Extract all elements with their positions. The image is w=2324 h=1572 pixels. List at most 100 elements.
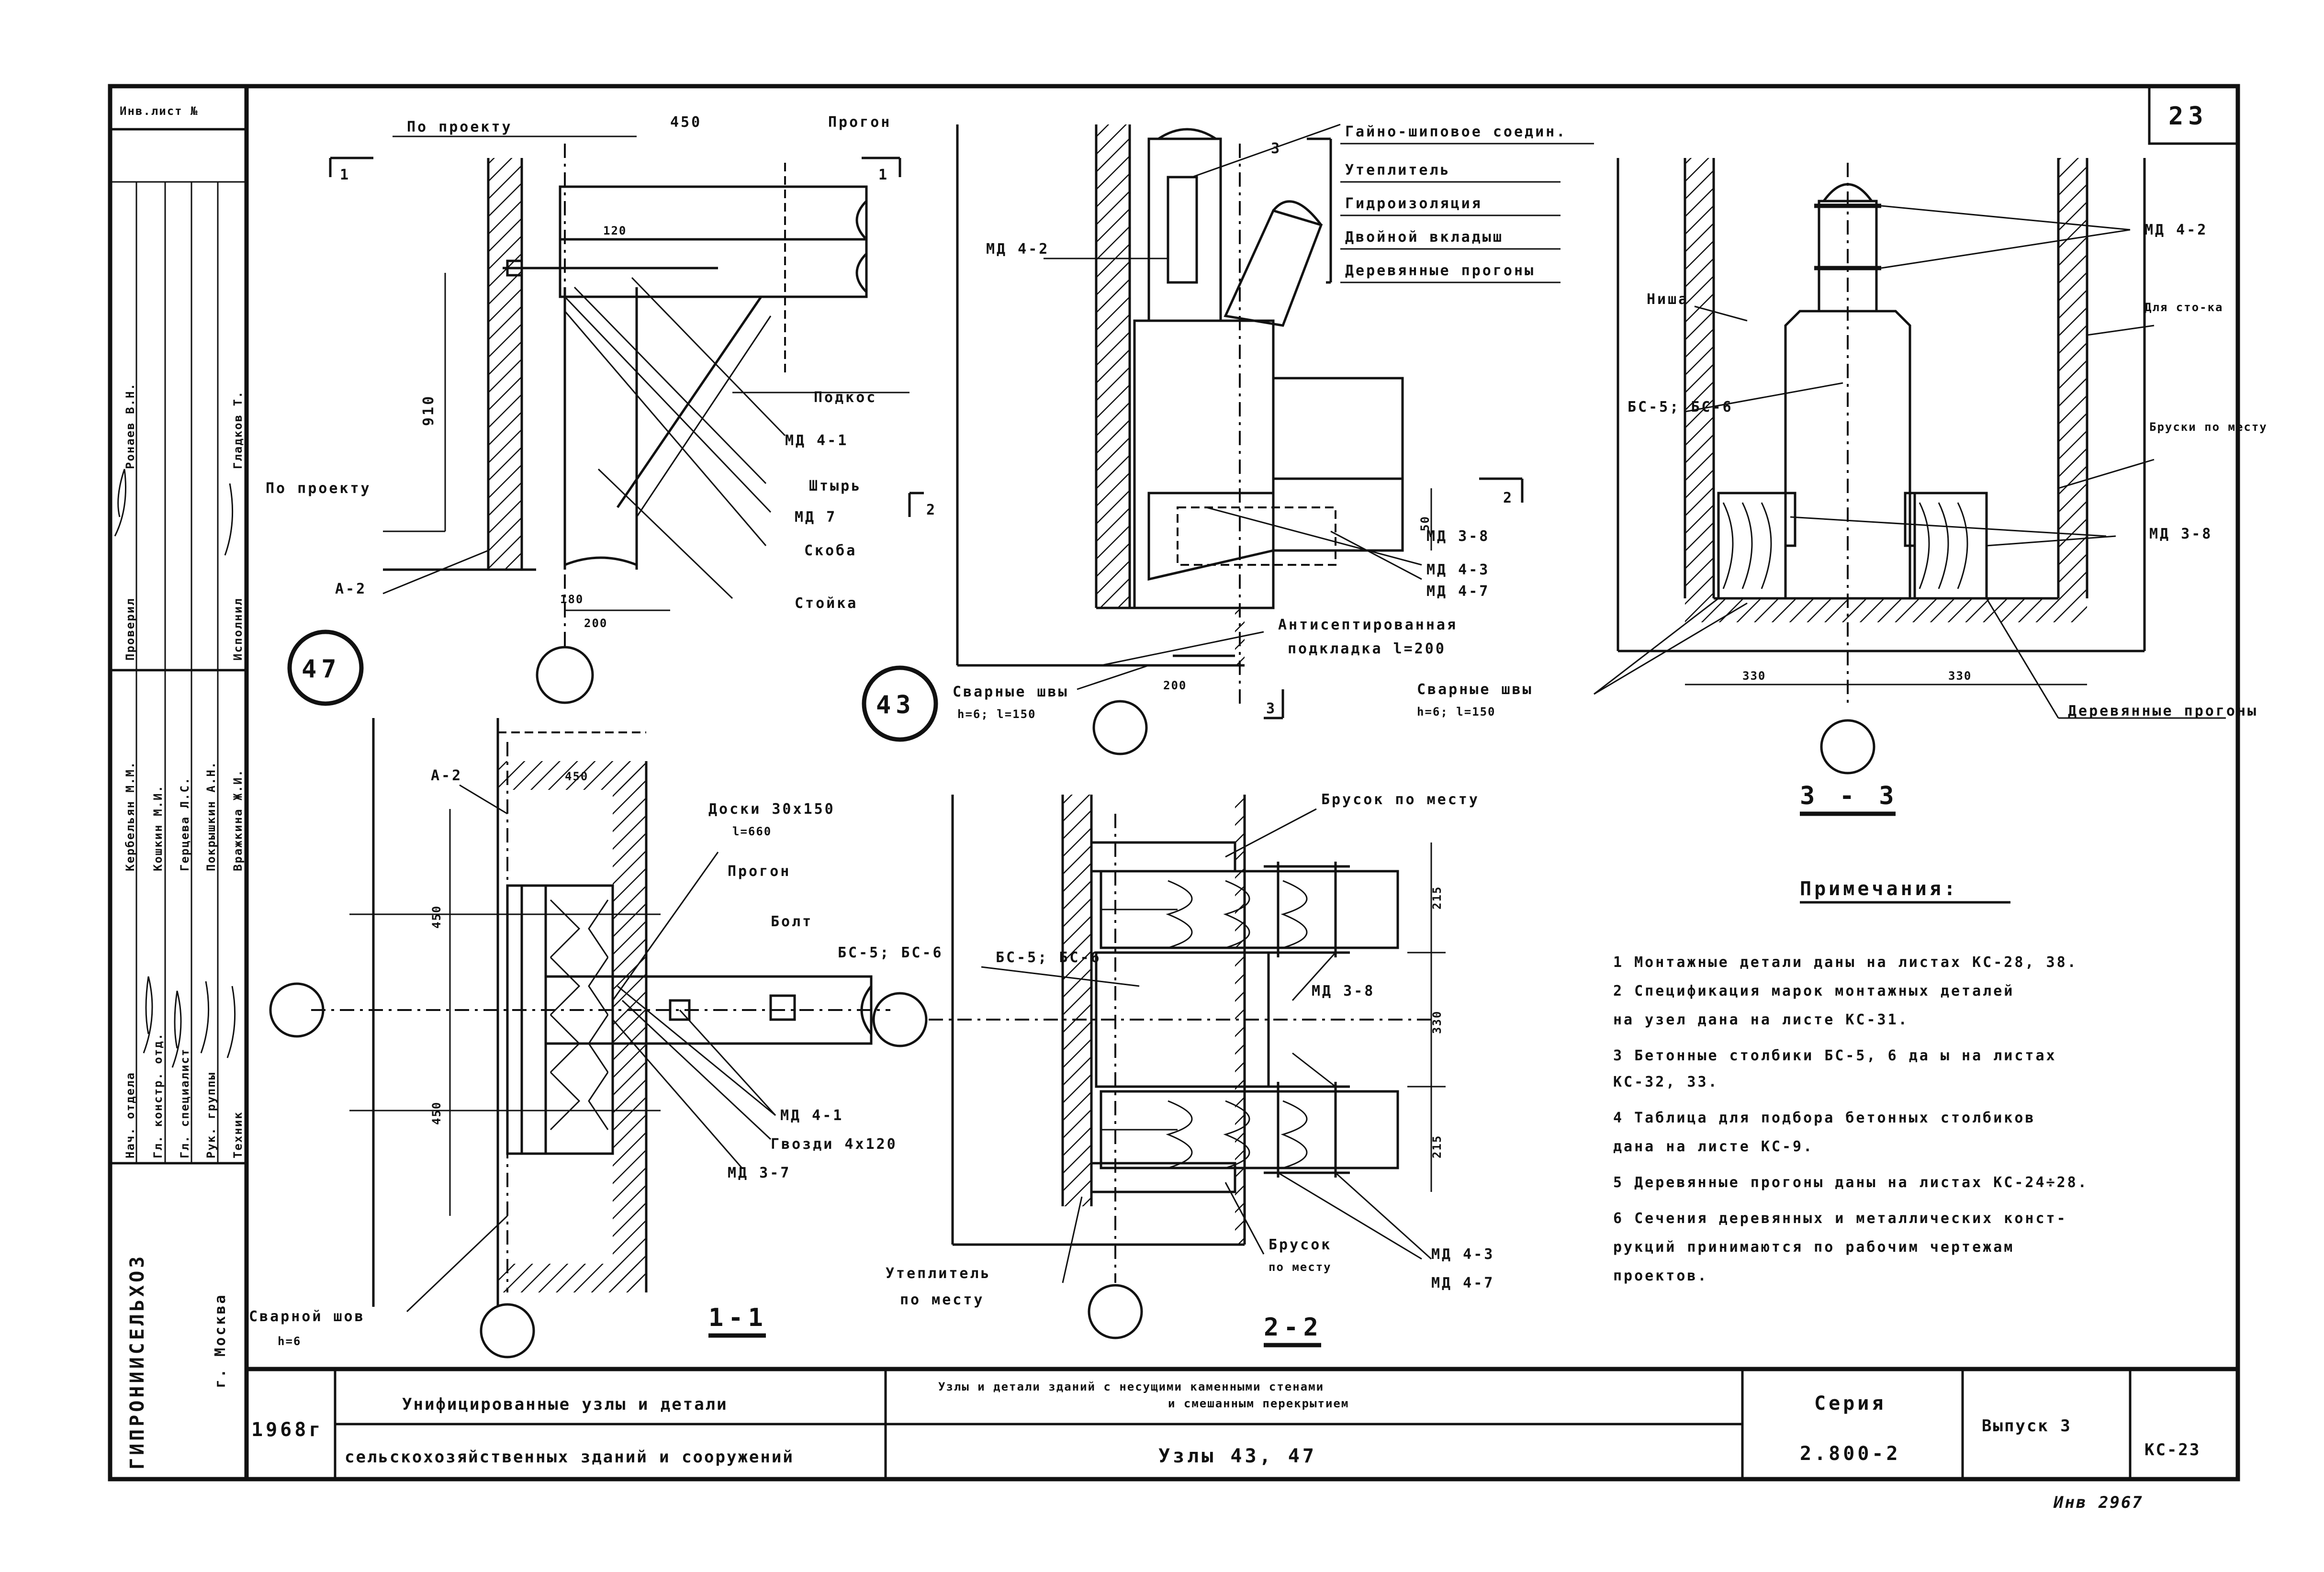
stamp-column: Инв.лист № Проверил Ронаев В.Н. Исполнил… (110, 104, 247, 1470)
label-a2: А-2 (335, 581, 367, 597)
label-po-proektu: По проекту (407, 119, 513, 135)
sheet-number: 23 (2168, 102, 2208, 131)
stamp-name: Гладков Т. (231, 391, 245, 470)
stamp-name: Вражкина Ж.И. (231, 769, 245, 871)
note-line: 2 Спецификация марок монтажных деталей (1613, 983, 2014, 999)
label-uteplitel: Утеплитель (886, 1265, 991, 1282)
label-po-proektu-left: По проекту (266, 480, 371, 497)
label-uteplitel: Утеплитель (1345, 162, 1451, 179)
label-shvy-size: h=6; l=150 (957, 707, 1036, 721)
node-43-label: 43 (876, 691, 916, 719)
stamp-name: Кербельян М.М. (123, 761, 137, 871)
label-brusok-bot: Брусок (1269, 1236, 1332, 1253)
label-stoyka: Стойка (795, 595, 858, 612)
node-43-badge (862, 665, 938, 742)
section-3-3-title: 3 - 3 (1800, 782, 1899, 810)
label-shtyr: Штырь (809, 478, 862, 494)
label-podkos: Подкос (814, 389, 877, 406)
section-2-2-title: 2-2 (1264, 1313, 1323, 1342)
label-podkladka: подкладка l=200 (1288, 640, 1446, 657)
label-po-mestu2: по месту (1269, 1260, 1332, 1274)
dim-200: 200 (1163, 679, 1187, 692)
label-antiseptirovannaya: Антисептированная (1278, 617, 1458, 633)
label-brusok-top: Брусок по месту (1321, 791, 1480, 808)
note-line: 5 Деревянные прогоны даны на листах КС-2… (1613, 1174, 2088, 1191)
dim-450b: 450 (430, 1101, 443, 1125)
org-city: г. Москва (212, 1293, 229, 1388)
inv-number: Инв 2967 (2053, 1493, 2144, 1512)
dim-330-right: 330 (1948, 669, 1972, 683)
stamp-role: Рук. группы (204, 1072, 218, 1158)
label-bolt: Болт (771, 913, 813, 930)
series-value: 2.800-2 (1800, 1443, 1901, 1465)
label-svarnye-shvy: Сварные швы (953, 684, 1069, 700)
cut-1-label: 1 (340, 167, 350, 183)
cut-3-label: 3 (1271, 140, 1281, 157)
note-line: рукций принимаются по рабочим чертежам (1613, 1239, 2014, 1256)
label-skoba: Скоба (804, 542, 857, 559)
axis-marker (1092, 700, 1148, 755)
node-47-badge (287, 629, 364, 706)
label-bruski: Бруски по месту (2149, 420, 2268, 434)
label-md41: МД 4-1 (785, 432, 848, 449)
dim-120: 120 (603, 224, 627, 237)
stamp-role: Техник (231, 1111, 245, 1158)
label-md43: МД 4-3 (1431, 1246, 1494, 1263)
sheet-frame (108, 84, 2240, 1482)
label-shvy-size: h=6; l=150 (1417, 705, 1496, 719)
label-md41: МД 4-1 (780, 1107, 843, 1124)
section-1-1: А-2 450 450 450 Доски 30x150 l=660 Прого… (249, 718, 943, 1359)
title-left-2: сельскохозяйственных зданий и сооружений (345, 1448, 794, 1467)
axis-marker (536, 646, 594, 704)
title-mid-2: и смешанным перекрытием (1168, 1397, 1349, 1410)
title-left-1: Унифицированные узлы и детали (402, 1395, 728, 1414)
stamp-role: Исполнил (231, 597, 245, 661)
label-md38: МД 3-8 (1312, 983, 1375, 999)
label-bs: БС-5; БС-6 (1628, 399, 1733, 415)
label-progon: Прогон (728, 863, 791, 880)
label-bs: БС-5; БС-6 (838, 944, 943, 961)
cut-3-label: 3 (1266, 700, 1277, 717)
label-gidroizolyatsiya: Гидроизоляция (1345, 195, 1482, 212)
label-md42: МД 4-2 (2144, 222, 2208, 238)
label-svarnye-shvy: Сварные швы (1417, 681, 1533, 698)
dim-910: 910 (420, 394, 437, 426)
note-line: КС-32, 33. (1613, 1074, 1719, 1090)
stamp-name: Покрышкин А.Н. (204, 761, 218, 871)
stamp-role: Гл. констр. отд. (151, 1033, 165, 1158)
node-47-elevation: 1 1 По проекту 450 Прогон 120 910 Подкос… (266, 114, 909, 706)
dim-50: 50 (1418, 516, 1432, 531)
stamp-role: Нач. отдела (123, 1072, 137, 1158)
label-dlya-stoka: Для сто-ка (2144, 301, 2223, 314)
axis-marker (480, 1303, 535, 1359)
title-mid-3: Узлы 43, 47 (1158, 1445, 1317, 1467)
stamp-name: Ронаев В.Н. (123, 382, 137, 469)
dim-330: 330 (1430, 1011, 1444, 1034)
series-label: Серия (1814, 1392, 1886, 1415)
notes-title: Примечания: (1800, 878, 1958, 900)
notes-block: Примечания: 1 Монтажные детали даны на л… (1613, 878, 2088, 1284)
dim-215-bot: 215 (1430, 1135, 1444, 1158)
label-svarnoy-shov: Сварной шов (249, 1308, 365, 1325)
dim-450a: 450 (430, 905, 443, 929)
note-line: 1 Монтажные детали даны на листах КС-28,… (1613, 954, 2078, 971)
axis-marker (872, 992, 928, 1047)
stamp-name: Герцева Л.С. (178, 777, 191, 871)
label-derev-progony: Деревянные прогоны (1345, 262, 1535, 279)
node-47-label: 47 (302, 655, 341, 684)
label-md38: МД 3-8 (2149, 526, 2212, 542)
dim-180: 180 (560, 593, 584, 606)
label-shov-h: h=6 (278, 1335, 301, 1348)
axis-marker (1820, 719, 1875, 775)
label-md42: МД 4-2 (986, 241, 1049, 258)
dim-450: 450 (670, 114, 702, 131)
section-3-3: МД 4-2 Ниша БС-5; БС-6 Для сто-ка Бруски… (1417, 158, 2268, 816)
label-nisha: Ниша (1647, 291, 1689, 308)
cut-1-label: 1 (878, 167, 889, 183)
dim-450-top: 450 (565, 770, 588, 783)
label-gainoshipovoe: Гайно-шиповое соедин. (1345, 124, 1567, 140)
note-line: проектов. (1613, 1268, 1708, 1284)
sheet-code: КС-23 (2144, 1440, 2201, 1460)
label-md43: МД 4-3 (1426, 561, 1490, 578)
